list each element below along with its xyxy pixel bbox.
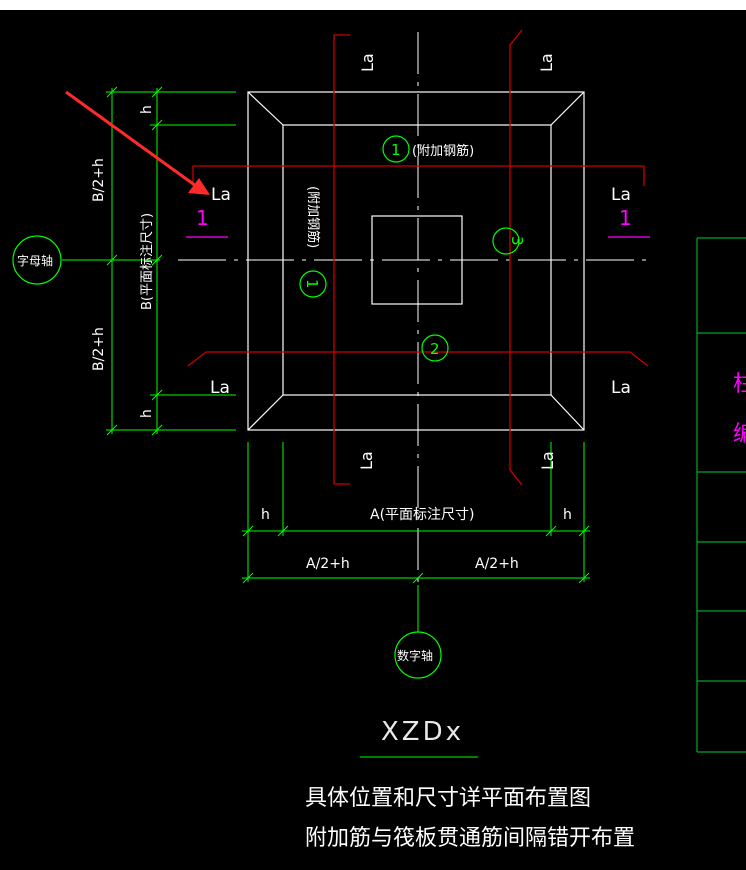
window-top-bar [0, 0, 746, 10]
pit-outline [247, 91, 585, 431]
la-label-right-top: La [611, 185, 631, 205]
number-axis-label: 数字轴 [397, 648, 433, 663]
letter-axis-bubble [12, 235, 62, 285]
la-label-left-top: La [211, 185, 231, 205]
h-label-bottom-left: h [261, 507, 270, 523]
additional-rebar-lines [187, 29, 649, 486]
rebar-bubble-1-top [382, 135, 410, 163]
section-number-left: 1 [196, 206, 209, 230]
note-line-1: 具体位置和尺寸详平面布置图 [305, 786, 591, 811]
la-label-top-left: La [358, 53, 377, 72]
rebar-bubble-1-left [299, 270, 327, 298]
dimension-lines [62, 86, 590, 758]
annotation-arrow [65, 90, 210, 195]
outer-rectangle [247, 91, 585, 431]
la-label-left-bottom: La [210, 378, 230, 398]
rebar-bubble-2 [421, 334, 449, 362]
bubble-number-1-top: 1 [391, 141, 401, 159]
half-a-plus-h-right: A/2+h [475, 556, 519, 572]
bubble-number-3: 3 [508, 236, 526, 246]
axis-center-lines [178, 32, 650, 585]
side-table [696, 237, 746, 753]
la-label-bottom-left: La [357, 451, 376, 470]
rebar-bubble-3 [492, 227, 520, 255]
side-table-char-2: 编 [733, 422, 746, 447]
extra-rebar-label-top: (附加钢筋) [412, 143, 474, 159]
drawing-title: XZDx [381, 717, 464, 747]
number-axis-bubble [394, 631, 442, 679]
h-label-bottom-right: h [563, 507, 572, 523]
a-dimension-label: A(平面标注尺寸) [370, 507, 475, 523]
half-a-plus-h-left: A/2+h [306, 556, 350, 572]
bubble-number-1-left: 1 [303, 279, 321, 289]
side-table-char-1: 柱 [733, 372, 746, 397]
b-dimension-label: B(平面标注尺寸) [140, 213, 155, 310]
axis-bubbles [12, 135, 520, 679]
h-label-left-bottom: h [139, 409, 155, 418]
h-label-left-top: h [139, 105, 155, 114]
section-number-right: 1 [619, 206, 632, 230]
note-line-2: 附加筋与筏板贯通筋间隔错开布置 [305, 826, 635, 851]
letter-axis-label: 字母轴 [17, 253, 53, 268]
bubble-number-2: 2 [430, 340, 440, 358]
half-b-plus-h-top: B/2+h [91, 158, 107, 202]
extra-rebar-label-left: (附加钢筋) [305, 186, 321, 248]
half-b-plus-h-bottom: B/2+h [91, 327, 107, 371]
la-label-right-bottom: La [611, 378, 631, 398]
la-label-top-right: La [537, 53, 556, 72]
la-label-bottom-right: La [538, 451, 557, 470]
